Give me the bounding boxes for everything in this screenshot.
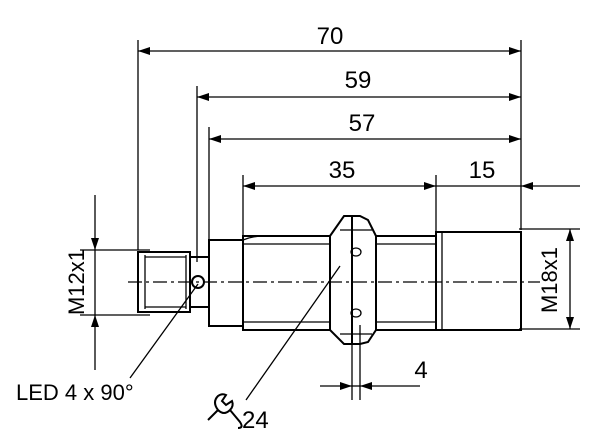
thread-body-right [375,235,437,331]
dimension-15: 15 [436,157,580,190]
m18-label: M18x1 [537,247,562,313]
dimension-m12: M12x1 [64,195,99,370]
wrench-leader [245,265,341,401]
dim-35-label: 35 [329,157,356,184]
dim-70-label: 70 [317,23,344,50]
dimension-59: 59 [197,67,521,101]
m12-label: M12x1 [64,249,89,315]
dimension-35: 35 [243,157,436,190]
dimension-4: 4 [320,357,428,390]
dim-57-label: 57 [349,110,376,137]
wrench-size-label: 24 [242,407,269,434]
dimension-m18: M18x1 [537,229,574,329]
dimension-57: 57 [209,110,521,143]
dim-4-label: 4 [414,357,427,384]
nut-2 [352,215,377,345]
dim-15-label: 15 [469,157,496,184]
extension-lines [80,40,580,400]
dimension-70: 70 [138,23,521,55]
dim-59-label: 59 [345,67,372,94]
wrench-icon [207,393,243,429]
led-label: LED 4 x 90° [16,380,134,405]
nut-1 [329,215,353,345]
thread-body-left [242,235,331,331]
led-leader [129,283,199,379]
sensor-face [435,231,522,331]
collar [208,239,244,327]
